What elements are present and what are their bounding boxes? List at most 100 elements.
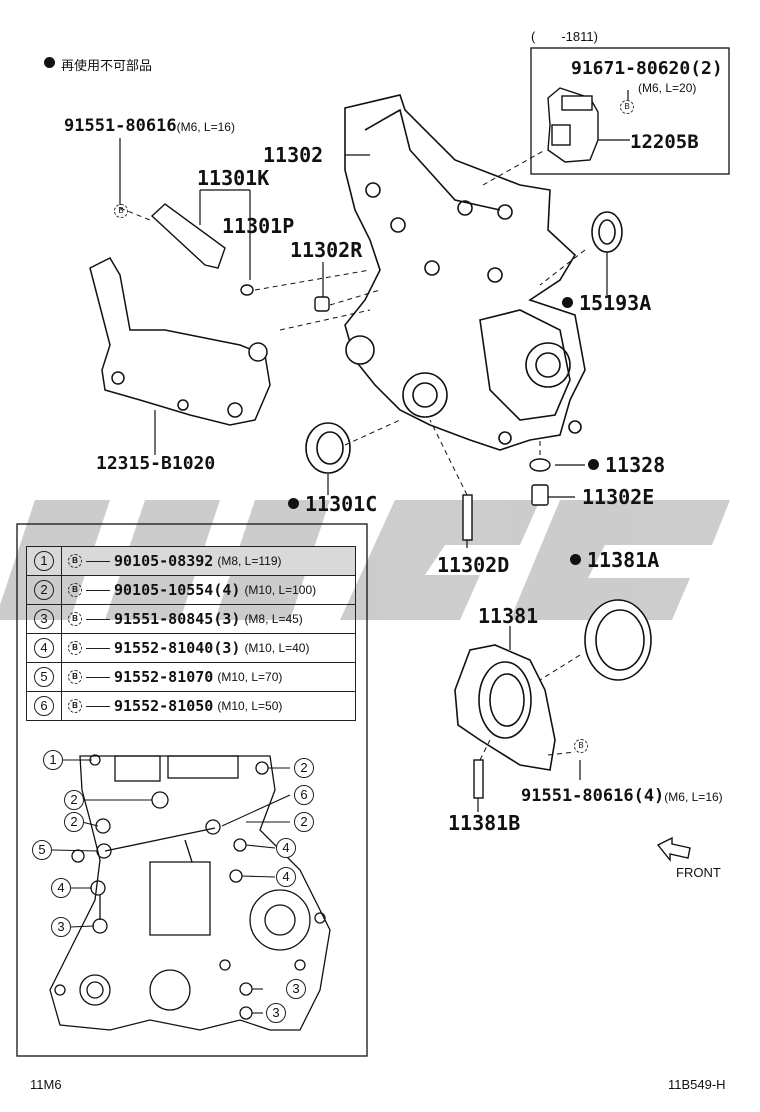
b-mark: B — [68, 641, 82, 655]
bolt-map-callout: 5 — [32, 840, 52, 860]
bolt-part-number: 91552-81050 — [114, 697, 214, 715]
bolt-index: 4 — [34, 638, 54, 658]
front-arrow-icon — [656, 836, 691, 862]
part-number-11301C[interactable]: 11301C — [288, 494, 377, 514]
bullet-icon — [44, 57, 55, 68]
bolt-index-cell: 6 — [26, 691, 62, 721]
bolt-b-icon: B — [620, 98, 634, 114]
bolt-part-cell[interactable]: B 91552-81040(3)(M10, L=40) — [61, 633, 356, 663]
part-91551-top-text: 91551-80616 — [64, 116, 177, 136]
part-number-12205B[interactable]: 12205B — [630, 131, 699, 153]
bolt-index-cell: 2 — [26, 575, 62, 605]
bolt-map-callout: 2 — [64, 790, 84, 810]
part-11328-text: 11328 — [605, 453, 666, 477]
bolt-index: 5 — [34, 667, 54, 687]
bolt-map-callout: 2 — [64, 812, 84, 832]
bolt-part-number: 91551-80845(3) — [114, 610, 241, 628]
bolt-map-box — [16, 523, 368, 1057]
bolt-map-callout: 3 — [286, 979, 306, 999]
bolt-map-callout: 2 — [294, 758, 314, 778]
bolt-part-cell[interactable]: B 91552-81050(M10, L=50) — [61, 691, 356, 721]
bolt-spec: (M10, L=50) — [217, 699, 283, 713]
retainer-11381-drawing — [454, 644, 556, 771]
bolt-spec: (M8, L=45) — [244, 612, 303, 626]
part-number-15193A[interactable]: 15193A — [562, 293, 651, 313]
front-label: FRONT — [676, 865, 721, 880]
bolt-map-callout: 2 — [294, 812, 314, 832]
footer-right-code: 11B549-H — [668, 1077, 726, 1092]
bolt-map-callout: 4 — [276, 838, 296, 858]
bolt-map-callout: 3 — [51, 917, 71, 937]
part-number-91671[interactable]: 91671-80620(2) — [571, 60, 723, 78]
range-label: ( -1811) — [531, 29, 598, 44]
b-mark: B — [68, 699, 82, 713]
bullet-icon — [562, 297, 573, 308]
bolt-b-icon: B — [574, 737, 588, 753]
bolt-index: 3 — [34, 609, 54, 629]
part-number-91551-top[interactable]: 91551-80616(M6, L=16) — [64, 118, 235, 135]
part-number-11302R[interactable]: 11302R — [290, 238, 363, 262]
bolt-map-leaders — [51, 759, 291, 1014]
b-mark: B — [68, 554, 82, 568]
bullet-icon — [588, 459, 599, 470]
plug-11302E-drawing — [531, 484, 549, 506]
part-number-11301K[interactable]: 11301K — [197, 166, 270, 190]
part-number-11302E[interactable]: 11302E — [582, 485, 655, 509]
part-number-11302[interactable]: 11302 — [263, 143, 324, 167]
bolt-part-cell[interactable]: B 90105-10554(4)(M10, L=100) — [61, 575, 356, 605]
bullet-icon — [570, 554, 581, 565]
dashed-guides — [119, 149, 586, 761]
part-number-11381[interactable]: 11381 — [478, 604, 539, 628]
bolt-part-content: B 91552-81040(3)(M10, L=40) — [62, 639, 355, 657]
part-number-11381A[interactable]: 11381A — [570, 550, 659, 570]
sensor-12205B-drawing — [547, 87, 599, 163]
bolt-part-number: 90105-10554(4) — [114, 581, 241, 599]
leader-dash — [86, 705, 110, 707]
bolt-spec: (M10, L=40) — [244, 641, 310, 655]
part-number-11301P[interactable]: 11301P — [222, 214, 295, 238]
bolt-index-cell: 3 — [26, 604, 62, 634]
part-number-11381B[interactable]: 11381B — [448, 811, 521, 835]
part-number-11328[interactable]: 11328 — [588, 455, 665, 475]
part-91551-bottom-text: 91551-80616(4) — [521, 786, 665, 806]
bolt-spec: (M10, L=100) — [244, 583, 317, 597]
leader-dash — [86, 618, 110, 620]
part-number-12315[interactable]: 12315-B1020 — [96, 453, 216, 474]
leader-dash — [86, 560, 110, 562]
bolt-index: 1 — [34, 551, 54, 571]
plug-11302R-drawing — [314, 296, 330, 312]
bolt-map-callout: 4 — [51, 878, 71, 898]
gasket-11328-drawing — [529, 458, 551, 472]
part-91671-spec: (M6, L=20) — [638, 81, 697, 95]
part-15193A-text: 15193A — [579, 291, 652, 315]
bolt-part-content: B 91552-81050(M10, L=50) — [62, 697, 355, 715]
variant-box — [530, 47, 730, 175]
b-mark: B — [68, 583, 82, 597]
timing-chain-cover-drawing — [344, 94, 586, 451]
leader-dash — [86, 589, 110, 591]
footer-left-code: 11M6 — [30, 1077, 62, 1092]
b-mark: B — [620, 99, 634, 114]
bolt-part-number: 91552-81040(3) — [114, 639, 241, 657]
bolt-index-cell: 5 — [26, 662, 62, 692]
part-91551-top-spec: (M6, L=16) — [176, 120, 235, 134]
part-11301C-text: 11301C — [305, 492, 378, 516]
legend-non-reusable: 再使用不可部品 — [44, 57, 152, 72]
leader-lines — [119, 90, 630, 812]
bolt-map-callout: 6 — [294, 785, 314, 805]
part-number-11302D[interactable]: 11302D — [437, 553, 510, 577]
bolt-part-number: 91552-81070 — [114, 668, 214, 686]
part-number-91551-bottom[interactable]: 91551-80616(4)(M6, L=16) — [521, 788, 723, 805]
bolt-index-cell: 1 — [26, 546, 62, 576]
